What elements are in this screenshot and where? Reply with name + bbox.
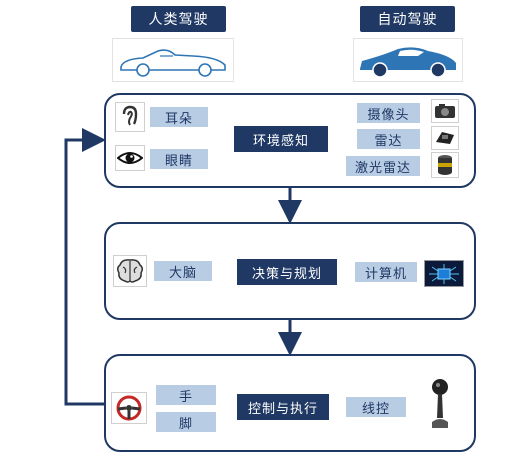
tag-lidar: 激光雷达 — [346, 156, 420, 176]
human-driving-header: 人类驾驶 — [131, 6, 226, 32]
radar-icon — [431, 126, 459, 150]
steering-wheel-icon — [111, 392, 147, 424]
classic-car-image — [112, 38, 234, 82]
tag-computer: 计算机 — [355, 262, 417, 282]
tag-foot: 脚 — [156, 412, 216, 432]
tag-radar: 雷达 — [357, 129, 420, 149]
eye-icon — [115, 145, 145, 171]
tag-hand: 手 — [156, 385, 216, 405]
gear-shifter-icon — [428, 378, 452, 432]
brain-icon — [113, 255, 147, 287]
autonomous-driving-header: 自动驾驶 — [360, 6, 455, 32]
tag-brain: 大脑 — [154, 261, 212, 281]
control-label: 控制与执行 — [237, 394, 329, 420]
tag-eye: 眼睛 — [150, 149, 208, 169]
ear-icon — [115, 102, 145, 132]
tag-camera: 摄像头 — [357, 103, 420, 123]
perception-label: 环境感知 — [234, 126, 328, 152]
tag-ear: 耳朵 — [150, 107, 208, 127]
sports-car-image — [353, 38, 463, 82]
tag-drive-by-wire: 线控 — [346, 397, 406, 417]
lidar-icon — [431, 152, 459, 178]
decision-label: 决策与规划 — [237, 259, 337, 285]
chip-icon — [424, 260, 464, 287]
camera-icon — [431, 99, 459, 123]
